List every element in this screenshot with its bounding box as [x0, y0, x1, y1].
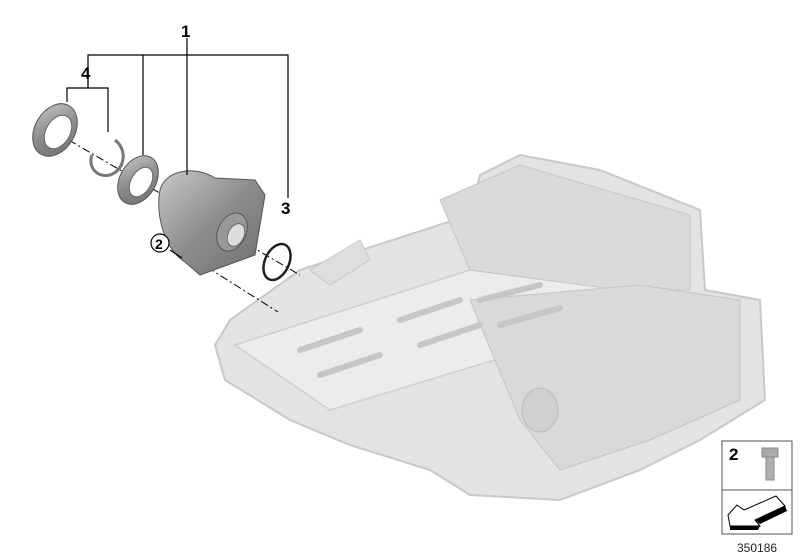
legend-box: 2	[721, 440, 793, 535]
leader-lines	[66, 38, 289, 259]
housing	[158, 170, 266, 276]
oil-pan	[213, 153, 767, 502]
legend-label: 2	[729, 445, 738, 464]
hex-bolt-icon	[761, 447, 779, 481]
circlip	[89, 138, 125, 177]
callout-3: 3	[281, 199, 290, 218]
callout-2: 2	[155, 236, 163, 252]
callout-4: 4	[81, 64, 91, 83]
shaft-seal	[32, 103, 78, 157]
image-number: 350186	[737, 541, 777, 555]
arrow-icon	[727, 495, 787, 530]
o-ring	[262, 242, 292, 282]
callout-2-circle	[150, 233, 170, 253]
callout-1: 1	[181, 22, 190, 41]
ball-bearing	[117, 155, 159, 205]
